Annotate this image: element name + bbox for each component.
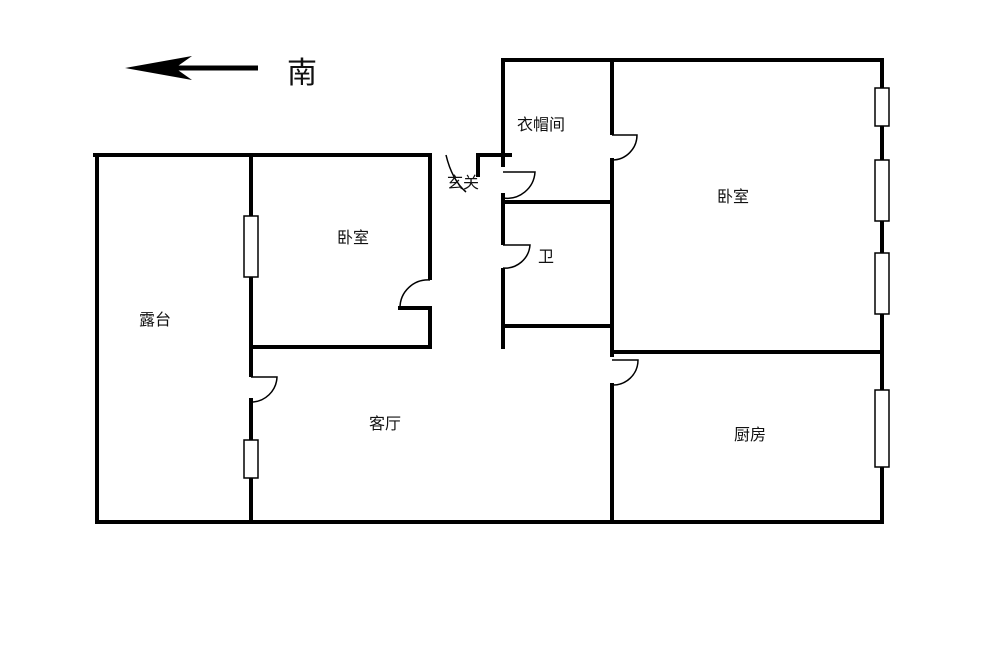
room-label-bedroom: 卧室 [336, 228, 370, 247]
south-arrow-icon [125, 56, 258, 80]
window [874, 159, 890, 222]
window [243, 439, 259, 479]
door-swing [399, 279, 431, 309]
walls [93, 58, 884, 524]
door-swing [611, 359, 639, 386]
window [874, 389, 890, 468]
room-label-kitchen: 厨房 [733, 425, 767, 444]
south-label: 南 [287, 56, 317, 91]
room-label-living-room: 客厅 [368, 414, 402, 433]
door-swing [611, 134, 638, 161]
door-swing [502, 171, 536, 200]
doors [250, 134, 639, 403]
door-swing [445, 154, 467, 193]
room-label-bathroom: 卫 [537, 247, 555, 266]
room-label-terrace: 露台 [138, 310, 172, 329]
room-label-master-bedroom: 卧室 [716, 187, 750, 206]
window [243, 215, 259, 278]
windows [243, 87, 890, 479]
door-swing [502, 244, 531, 269]
window [874, 252, 890, 315]
window [874, 87, 890, 127]
room-label-entrance: 玄关 [446, 173, 480, 192]
door-swing [250, 376, 278, 403]
room-label-cloakroom: 衣帽间 [516, 115, 566, 134]
